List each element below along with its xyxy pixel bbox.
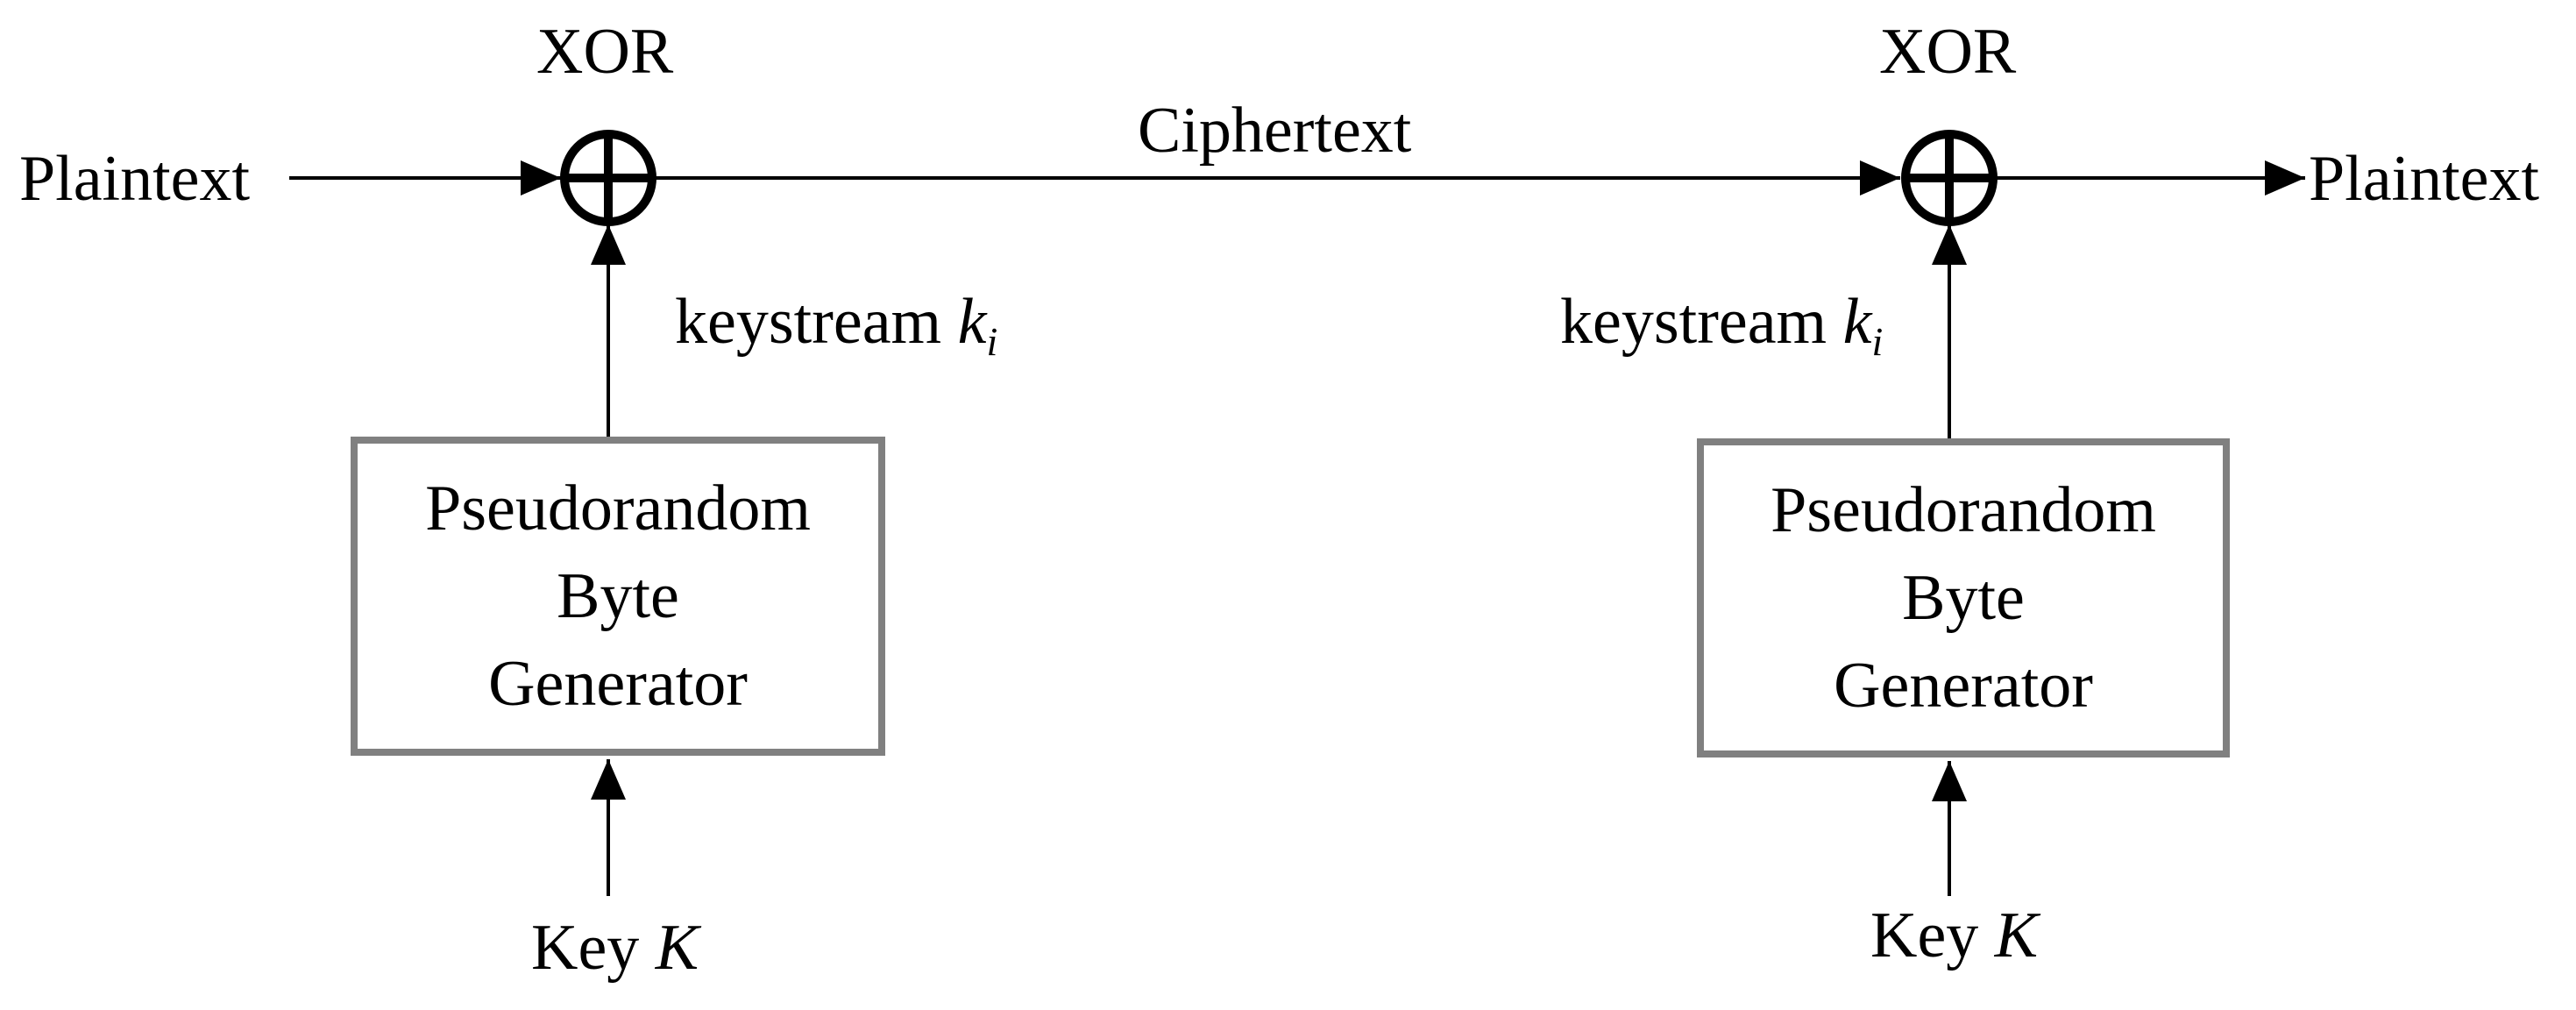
xor-symbol-receiver — [1901, 130, 1998, 226]
generator-line: Generator — [1834, 650, 2093, 722]
keystream-subscript: i — [1871, 319, 1884, 364]
keystream-label-sender: keystream ki — [675, 289, 997, 362]
key-text: Key — [531, 912, 640, 984]
generator-line: Byte — [557, 560, 679, 632]
generator-line: Pseudorandom — [425, 473, 811, 544]
generator-line: Byte — [1902, 562, 2025, 634]
ciphertext-label: Ciphertext — [1138, 95, 1412, 167]
keystream-text: keystream — [675, 286, 942, 358]
keystream-subscript: i — [986, 319, 998, 364]
generator-line: Generator — [488, 648, 748, 720]
keystream-variable: k — [957, 286, 987, 358]
keystream-variable: k — [1842, 286, 1872, 358]
key-label-sender: Key K — [531, 915, 699, 980]
keystream-text: keystream — [1560, 286, 1827, 358]
pseudorandom-generator-receiver: Pseudorandom Byte Generator — [1697, 438, 2230, 758]
key-variable: K — [655, 912, 699, 984]
xor-symbol-sender — [560, 130, 656, 226]
plaintext-input-label: Plaintext — [19, 143, 251, 215]
generator-line: Pseudorandom — [1771, 474, 2156, 546]
keystream-label-receiver: keystream ki — [1560, 289, 1883, 362]
plaintext-output-label: Plaintext — [2309, 143, 2540, 215]
xor-label-sender: XOR — [536, 16, 674, 88]
key-variable: K — [1994, 900, 2039, 971]
key-label-receiver: Key K — [1870, 903, 2038, 968]
xor-label-receiver: XOR — [1879, 16, 2017, 88]
key-text: Key — [1870, 900, 1979, 971]
pseudorandom-generator-sender: Pseudorandom Byte Generator — [351, 437, 885, 756]
